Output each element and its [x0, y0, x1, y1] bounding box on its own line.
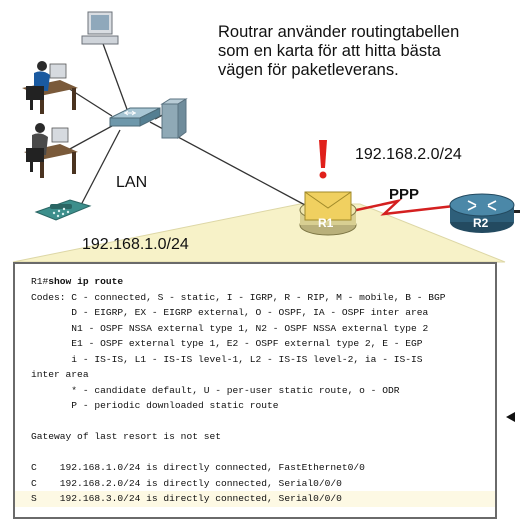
codes-line: Codes: C - connected, S - static, I - IG… — [31, 291, 446, 303]
codes-line: P - periodic downloaded static route — [31, 400, 279, 411]
caption-line: Routrar använder routingtabellen — [218, 23, 460, 41]
router-label-r2: R2 — [473, 216, 489, 230]
codes-line: inter area — [31, 369, 89, 380]
blank-line — [31, 445, 495, 461]
user-workstation-icon — [24, 123, 78, 178]
codes-line: i - IS-IS, L1 - IS-IS level-1, L2 - IS-I… — [31, 353, 423, 365]
route-entry-highlighted: S 192.168.3.0/24 is directly connected, … — [15, 491, 495, 507]
route-entry: C 192.168.1.0/24 is directly connected, … — [31, 462, 365, 473]
phone-icon — [34, 199, 92, 221]
prompt: R1# — [31, 276, 49, 287]
subnet-label-lan: 192.168.1.0/24 — [82, 236, 189, 253]
switch-icon — [109, 107, 161, 127]
user-workstation-icon — [22, 61, 78, 114]
router-icon — [299, 191, 357, 236]
caption-line: som en karta för att hitta bästa — [218, 42, 441, 60]
network-links — [67, 40, 306, 208]
ppp-link — [351, 198, 455, 216]
route-entry: C 192.168.2.0/24 is directly connected, … — [31, 477, 342, 489]
pointer-arrow-icon — [506, 412, 515, 422]
codes-line: * - candidate default, U - per-user stat… — [31, 384, 400, 396]
subnet-label-r1-r2: 192.168.2.0/24 — [355, 146, 462, 163]
desktop-computer-icon — [81, 11, 119, 45]
command-line: R1#show ip route — [31, 274, 495, 290]
gateway-line: Gateway of last resort is not set — [31, 431, 221, 442]
router-icon — [449, 193, 520, 233]
routing-table-terminal: R1#show ip route Codes: C - connected, S… — [13, 262, 497, 519]
server-icon — [160, 98, 188, 139]
caption-line: vägen för paketleverans. — [218, 61, 399, 79]
codes-line: E1 - OSPF external type 1, E2 - OSPF ext… — [31, 338, 423, 349]
blank-line — [31, 414, 495, 430]
lan-label: LAN — [116, 174, 148, 191]
codes-line: D - EIGRP, EX - EIGRP external, O - OSPF… — [31, 307, 429, 318]
command: show ip route — [48, 276, 124, 287]
router-label-r1: R1 — [318, 216, 334, 230]
caption: Routrar använder routingtabellen som en … — [218, 23, 518, 80]
ppp-label: PPP — [389, 186, 420, 203]
alert-icon — [319, 140, 327, 179]
codes-line: N1 - OSPF NSSA external type 1, N2 - OSP… — [31, 322, 429, 334]
